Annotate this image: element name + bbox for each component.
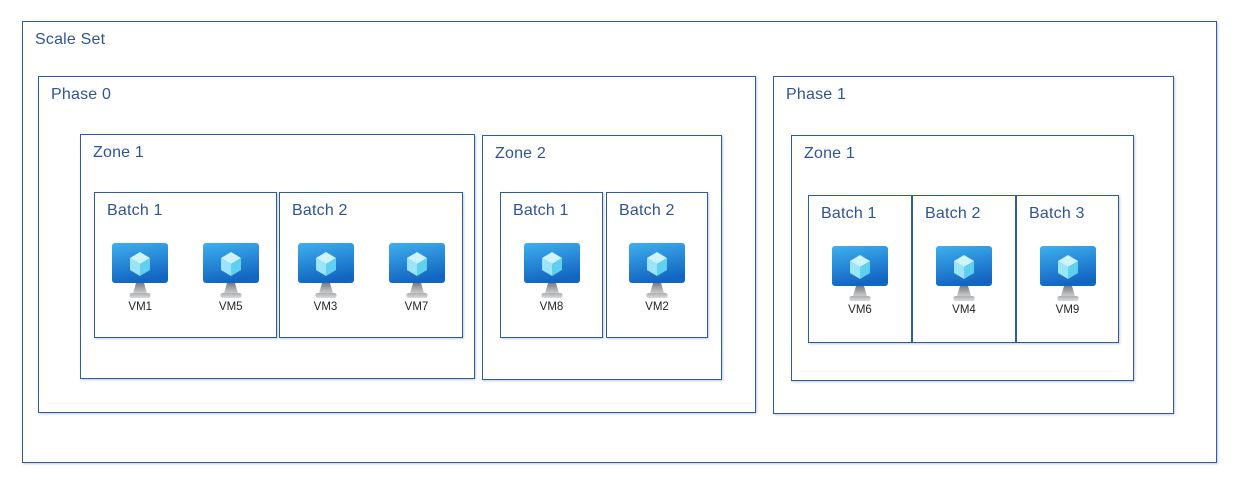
phase-0-label: Phase 0 [51, 86, 112, 103]
phase-1-zone-1-batch-2-box: Batch 2 VM4 [912, 195, 1016, 343]
vm-name: VM1 [128, 301, 153, 313]
vm-name: VM3 [313, 301, 338, 313]
vm-item: VM5 [202, 243, 259, 313]
vm-row: VM4 [913, 246, 1015, 316]
phase-1-zone-1-box: Zone 1 Batch 1 [791, 135, 1134, 381]
vm-item: VM8 [523, 243, 580, 313]
vm-name: VM2 [645, 301, 669, 313]
phase-0-zone-1-batch-1-box: Batch 1 VM1 [94, 192, 277, 338]
vm-row: VM2 [607, 243, 707, 313]
vm-item: VM4 [936, 246, 992, 316]
batch-label: Batch 2 [292, 202, 348, 219]
vm-item: VM3 [297, 243, 354, 313]
phase-0-zone-2-label: Zone 2 [495, 145, 547, 162]
batch-label: Batch 1 [107, 202, 163, 219]
phase-0-zone-1-box: Zone 1 Batch 1 [80, 134, 475, 379]
phase-1-label: Phase 1 [786, 86, 847, 103]
batch-label: Batch 3 [1029, 205, 1085, 222]
batch-label: Batch 2 [619, 202, 675, 219]
phase-1-zone-1-batch-1-box: Batch 1 VM6 [808, 195, 912, 343]
vm-row: VM6 [809, 246, 911, 316]
vm-name: VM5 [218, 301, 243, 313]
virtual-machine-icon [629, 243, 685, 298]
phase-0-zone-1-label: Zone 1 [93, 144, 145, 161]
virtual-machine-icon [202, 243, 259, 298]
phase-0-zone-2-box: Zone 2 Batch 1 [482, 135, 722, 380]
vm-name: VM6 [848, 304, 872, 316]
vm-item: VM9 [1039, 246, 1096, 316]
virtual-machine-icon [523, 243, 580, 298]
vm-item: VM2 [629, 243, 685, 313]
scale-set-title: Scale Set [35, 31, 106, 48]
vm-name: VM8 [539, 301, 564, 313]
batch-label: Batch 1 [821, 205, 877, 222]
phase-1-zone-1-batch-3-box: Batch 3 VM9 [1016, 195, 1119, 343]
vm-row: VM9 [1017, 246, 1118, 316]
virtual-machine-icon [832, 246, 888, 301]
phase-1-box: Phase 1 Zone 1 Batch 1 [773, 76, 1174, 414]
vm-item: VM1 [112, 243, 169, 313]
batch-label: Batch 1 [513, 202, 569, 219]
vm-item: VM7 [388, 243, 445, 313]
vm-row: VM3 VM7 [280, 243, 462, 313]
virtual-machine-icon [112, 243, 169, 298]
virtual-machine-icon [936, 246, 992, 301]
vm-name: VM9 [1055, 304, 1080, 316]
phase-0-zone-2-batch-1-box: Batch 1 VM8 [500, 192, 603, 338]
virtual-machine-icon [388, 243, 445, 298]
virtual-machine-icon [297, 243, 354, 298]
phase-1-zone-1-label: Zone 1 [804, 145, 856, 162]
vm-row: VM8 [501, 243, 602, 313]
vm-item: VM6 [832, 246, 888, 316]
batch-label: Batch 2 [925, 205, 981, 222]
vm-name: VM4 [952, 304, 976, 316]
vm-name: VM7 [404, 301, 429, 313]
phase-0-box: Phase 0 Zone 1 Batch 1 [38, 76, 756, 413]
vm-row: VM1 VM5 [95, 243, 276, 313]
phase-0-zone-2-batch-2-box: Batch 2 VM2 [606, 192, 708, 338]
phase-0-zone-1-batch-2-box: Batch 2 VM3 [279, 192, 463, 338]
scale-set-box: Scale Set Phase 0 Zone 1 Batch 1 [22, 21, 1217, 463]
virtual-machine-icon [1039, 246, 1096, 301]
